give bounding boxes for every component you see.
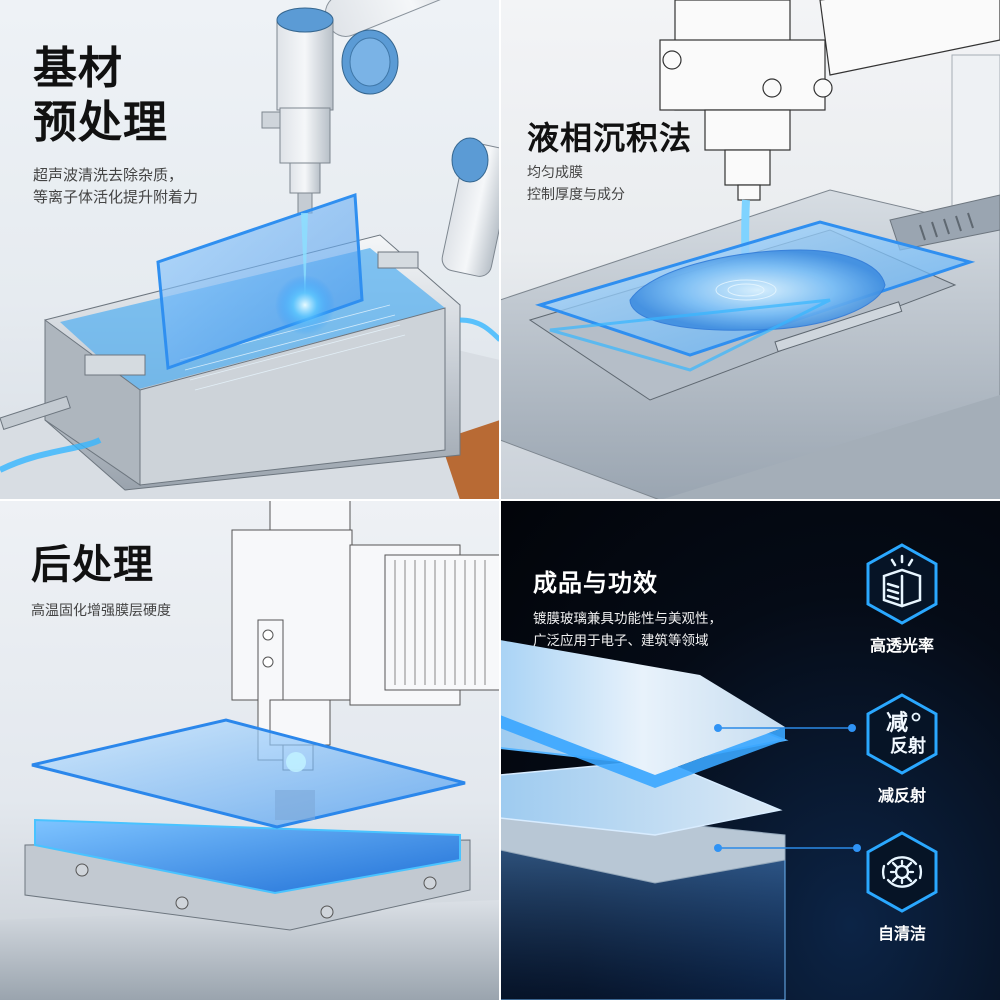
subtitle-line-2: 等离子体活化提升附着力 xyxy=(33,188,199,206)
svg-text:反射: 反射 xyxy=(890,735,926,757)
subtitle-line-1: 超声波清洗去除杂质， xyxy=(33,166,184,184)
curing-machine-illustration xyxy=(0,500,500,1000)
panel-liquid-phase-deposition: 液相沉积法 均匀成膜 控制厚度与成分 xyxy=(500,0,1000,500)
feature-label: 减反射 xyxy=(877,786,926,805)
feature-label: 自清洁 xyxy=(877,924,926,943)
sun-self-cleaning-icon xyxy=(866,831,938,913)
anti-reflection-text-icon: 减 反射 xyxy=(866,693,938,775)
subtitle-line-1: 均匀成膜 xyxy=(527,165,583,181)
panel-product-and-effects: 成品与功效 镀膜玻璃兼具功能性与美观性， 广泛应用于电子、建筑等领域 高透光率 xyxy=(500,500,1000,1000)
panel-subtitle: 均匀成膜 控制厚度与成分 xyxy=(527,162,625,206)
panel-title: 成品与功效 xyxy=(533,569,658,597)
subtitle-line-1: 镀膜玻璃兼具功能性与美观性， xyxy=(533,611,722,627)
panel-title: 基材 预处理 xyxy=(33,42,168,150)
feature-label: 高透光率 xyxy=(869,636,934,655)
title-line-2: 预处理 xyxy=(33,97,168,148)
svg-text:减: 减 xyxy=(886,710,908,736)
ultrasonic-cleaning-illustration xyxy=(0,0,500,500)
panel-post-processing: 后处理 高温固化增强膜层硬度 xyxy=(0,500,500,1000)
title-line-1: 基材 xyxy=(33,43,123,94)
feature-anti-reflection: 减 反射 减反射 xyxy=(852,692,952,806)
open-box-light-icon xyxy=(866,543,938,625)
panel-subtitle: 超声波清洗去除杂质， 等离子体活化提升附着力 xyxy=(33,164,198,208)
feature-self-cleaning: 自清洁 xyxy=(852,830,952,944)
subtitle-line-2: 广泛应用于电子、建筑等领域 xyxy=(533,633,709,649)
panel-substrate-pretreatment: 基材 预处理 超声波清洗去除杂质， 等离子体活化提升附着力 xyxy=(0,0,500,500)
layered-glass-illustration xyxy=(500,640,861,1000)
panel-title: 液相沉积法 xyxy=(527,119,693,157)
subtitle-line-2: 控制厚度与成分 xyxy=(527,187,625,203)
panel-subtitle: 镀膜玻璃兼具功能性与美观性， 广泛应用于电子、建筑等领域 xyxy=(533,608,722,652)
panel-divider-horizontal xyxy=(0,499,1000,501)
panel-subtitle: 高温固化增强膜层硬度 xyxy=(31,603,171,619)
feature-high-transmittance: 高透光率 xyxy=(852,542,952,656)
panel-title: 后处理 xyxy=(31,542,154,588)
liquid-deposition-illustration xyxy=(500,0,1000,500)
